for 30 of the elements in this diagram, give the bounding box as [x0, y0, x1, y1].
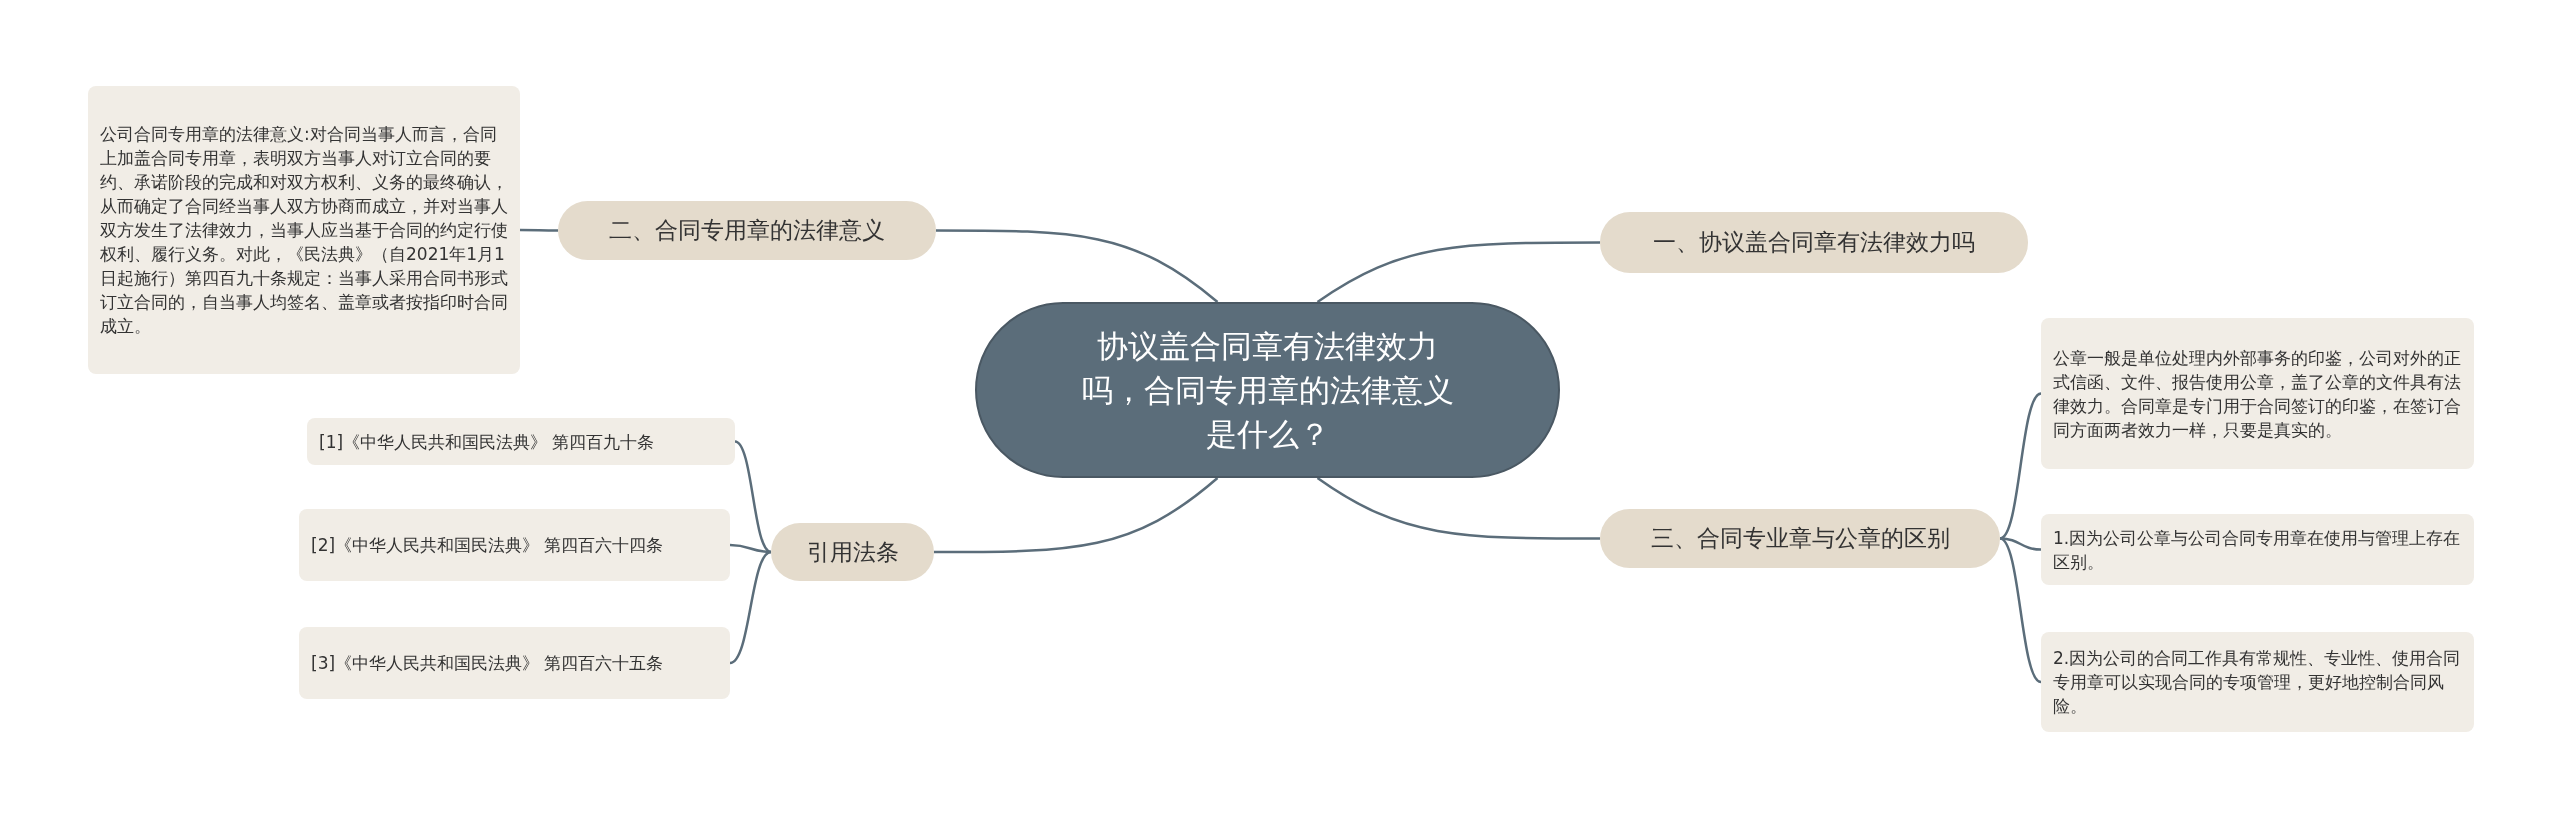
note-card — [88, 86, 520, 374]
topic-text: 一、协议盖合同章有法律效力吗 — [1653, 228, 1975, 257]
note-card — [299, 509, 730, 581]
note-text: [1]《中华人民共和国民法典》 第四百九十条 — [319, 430, 655, 454]
topic-text: 二、合同专用章的法律意义 — [609, 216, 885, 245]
note-text: 2.因为公司的合同工作具有常规性、专业性、使用合同专用章可以实现合同的专项管理，更好地控制合同风险。 — [2053, 647, 2462, 718]
topic-text: 协议盖合同章有法律效力吗，合同专用章的法律意义是什么？ — [1080, 327, 1455, 454]
note-text: 1.因为公司公章与公司合同专用章在使用与管理上存在区别。 — [2053, 526, 2462, 574]
note-text: [2]《中华人民共和国民法典》 第四百六十四条 — [311, 534, 664, 557]
connector-line — [520, 228, 558, 232]
topic-text: 引用法条 — [806, 537, 899, 567]
connector-line — [934, 477, 1219, 554]
connector-line — [734, 440, 772, 554]
connector-line — [936, 229, 1219, 303]
note-card — [307, 418, 735, 465]
note-card — [299, 627, 730, 699]
connector-line — [729, 550, 772, 665]
note-text: 公章一般是单位处理内外部事务的印鉴，公司对外的正式信函、文件、报告使用公章，盖了公章的文件具有法律效力。合同章是专门用于合同签订的印鉴，在签订合同方面两者效力一样，只要是真实的。 — [2053, 346, 2462, 442]
topic-box — [771, 523, 934, 581]
note-card — [2041, 318, 2474, 469]
note-card — [2041, 632, 2474, 732]
connector-line — [1316, 476, 1600, 540]
topic-text: 三、合同专业章与公章的区别 — [1650, 524, 1950, 553]
connector-line — [1999, 392, 2042, 540]
note-card — [2041, 514, 2474, 585]
connector-line — [1999, 537, 2042, 684]
connector-line — [1316, 241, 1600, 304]
note-text: [3]《中华人民共和国民法典》 第四百六十五条 — [311, 652, 664, 675]
note-text: 公司合同专用章的法律意义:对合同当事人而言，合同上加盖合同专用章，表明双方当事人对订立合同的要约、承诺阶段的完成和对双方权利、义务的最终确认，从而确定了合同经当事人双方协商而成立，并对当事人双方发生了法律效力，当事人应当基于合同的约定行使权利、履行义务。对此，《民法典》（自2021年1月1日起施行）第四百九十条规定：当事人采用合同书形式订立合同的，自当事人均签名、盖章或者按指印时合同成立。 — [100, 123, 508, 338]
topic-box — [1600, 212, 2028, 273]
